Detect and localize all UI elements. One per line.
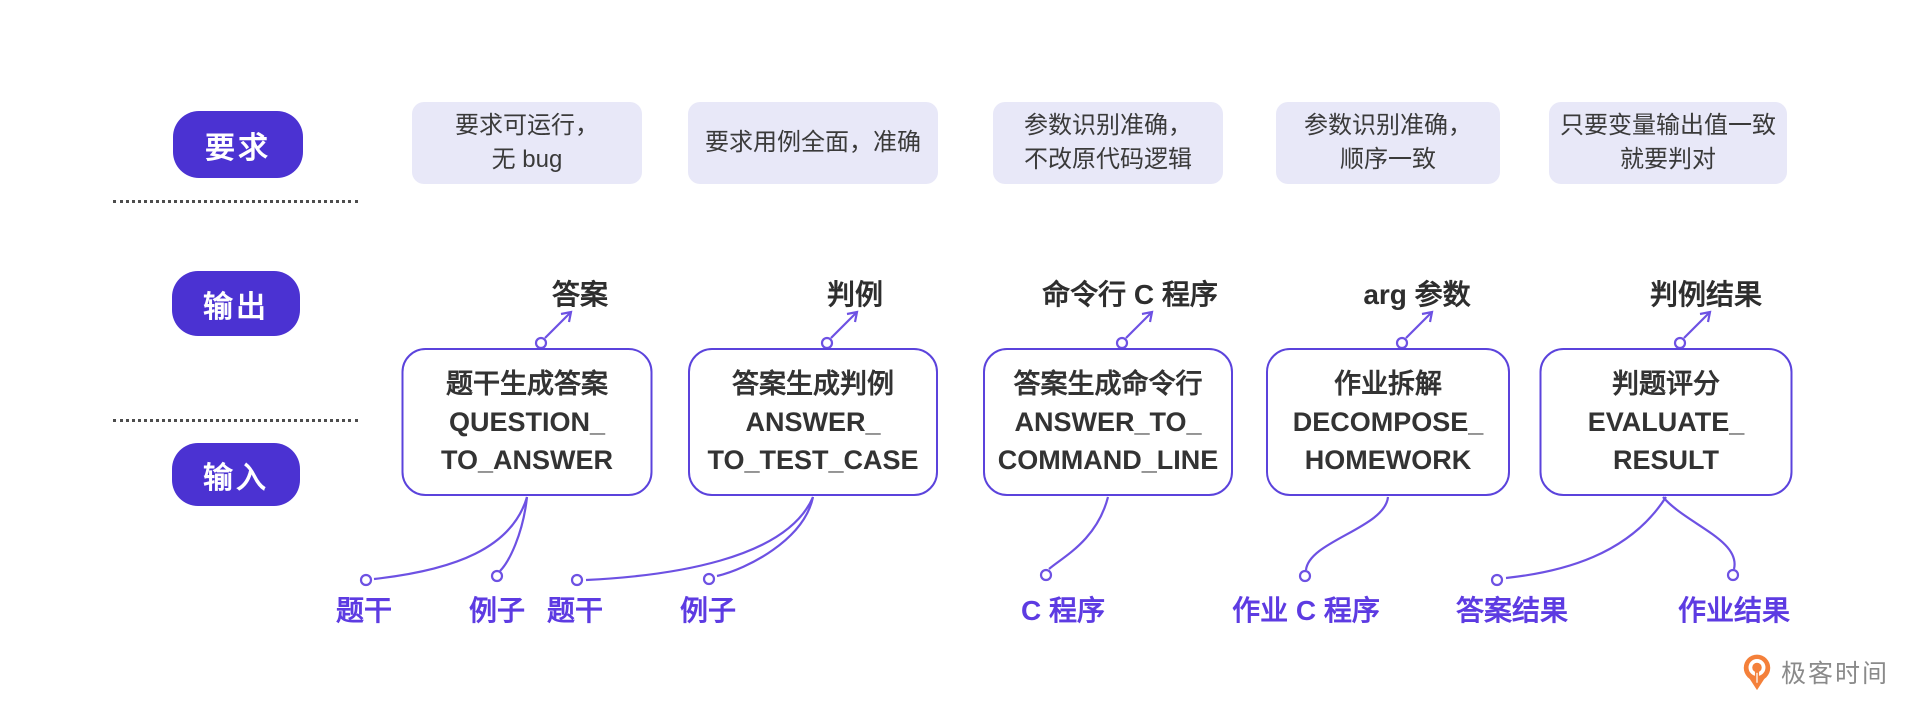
output-arrow [1673, 310, 1712, 350]
input-label: 答案结果 [1455, 595, 1569, 626]
node-code-line: DECOMPOSE_ [1292, 407, 1484, 437]
node-code-line: TO_ANSWER [440, 445, 614, 475]
node-answer-to-test-case: 答案生成判例 ANSWER_ TO_TEST_CASE [688, 348, 938, 496]
requirement-line: 只要变量输出值一致 [1560, 112, 1776, 139]
input-label: 作业 C 程序 [1232, 595, 1380, 626]
node-decompose-homework: 作业拆解 DECOMPOSE_ HOMEWORK [1266, 348, 1510, 496]
output-arrow [534, 310, 573, 350]
requirement-line: 就要判对 [1620, 146, 1716, 173]
input-label: 例子 [679, 595, 737, 626]
node-code-line: QUESTION_ [448, 407, 606, 437]
output-label: 答案 [551, 279, 609, 310]
geektime-pin-icon [1743, 654, 1771, 691]
requirement-box: 要求用例全面，准确 [688, 102, 938, 184]
requirement-line: 顺序一致 [1340, 146, 1436, 173]
requirement-box: 要求可运行， 无 bug [412, 102, 642, 184]
requirement-box: 只要变量输出值一致 就要判对 [1549, 102, 1787, 184]
output-label: 判例 [826, 279, 884, 310]
node-title: 答案生成判例 [732, 369, 894, 399]
node-code-line: EVALUATE_ [1587, 407, 1745, 437]
node-code-line: RESULT [1613, 445, 1719, 475]
node-title: 判题评分 [1612, 369, 1720, 399]
node-title: 答案生成命令行 [1013, 369, 1203, 399]
requirement-line: 无 bug [491, 146, 563, 173]
node-code-line: HOMEWORK [1304, 445, 1472, 475]
node-evaluate-result: 判题评分 EVALUATE_ RESULT [1539, 348, 1793, 496]
input-label: 例子 [468, 595, 526, 626]
dotted-divider [113, 200, 358, 203]
output-arrow [1115, 310, 1154, 350]
input-connector [1298, 496, 1390, 583]
requirement-box: 参数识别准确， 不改原代码逻辑 [993, 102, 1223, 184]
node-title: 题干生成答案 [446, 369, 608, 399]
output-label: arg 参数 [1363, 279, 1471, 310]
input-label: 作业结果 [1677, 595, 1791, 626]
node-answer-to-command-line: 答案生成命令行 ANSWER_TO_ COMMAND_LINE [983, 348, 1233, 496]
input-connector [1039, 496, 1110, 582]
input-connector [570, 496, 815, 587]
logo-text: 极客时间 [1781, 660, 1890, 688]
requirement-line: 不改原代码逻辑 [1024, 146, 1192, 173]
requirement-line: 要求可运行， [455, 112, 599, 139]
input-label: 题干 [335, 595, 393, 626]
node-code-line: COMMAND_LINE [997, 445, 1219, 475]
node-title: 作业拆解 [1334, 369, 1442, 399]
node-code-line: ANSWER_TO_ [1014, 407, 1202, 437]
input-label: C 程序 [1020, 595, 1106, 626]
row-pill-input: 输入 [172, 443, 300, 506]
row-pill-output: 输出 [172, 271, 300, 336]
output-arrow [1395, 310, 1434, 350]
output-label: 判例结果 [1649, 279, 1763, 310]
input-connector [1490, 496, 1740, 587]
output-arrow [820, 310, 859, 350]
output-label: 命令行 C 程序 [1042, 279, 1218, 310]
dotted-divider [113, 419, 358, 422]
requirement-line: 要求用例全面，准确 [705, 129, 921, 156]
node-question-to-answer: 题干生成答案 QUESTION_ TO_ANSWER [401, 348, 653, 496]
requirement-box: 参数识别准确， 顺序一致 [1276, 102, 1500, 184]
node-code-line: ANSWER_ [745, 407, 881, 437]
requirement-line: 参数识别准确， [1024, 112, 1192, 139]
requirement-line: 参数识别准确， [1304, 112, 1472, 139]
node-code-line: TO_TEST_CASE [707, 445, 919, 475]
input-label: 题干 [546, 595, 604, 626]
input-connector [359, 496, 529, 587]
row-pill-requirements: 要求 [173, 111, 303, 178]
geektime-logo: 极客时间 [1742, 653, 1889, 691]
